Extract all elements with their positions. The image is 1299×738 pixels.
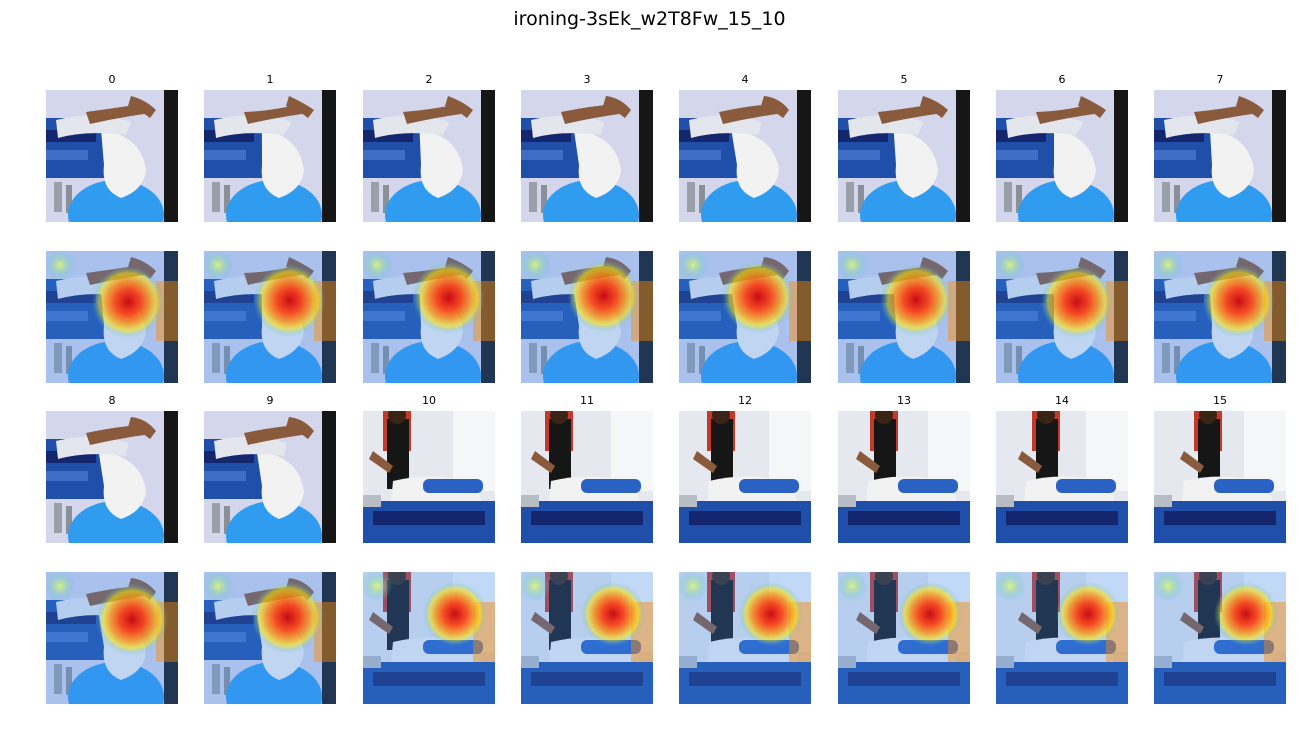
frame-image (363, 90, 495, 222)
frame-heatmap (204, 572, 336, 704)
frame-image (838, 411, 970, 543)
frame-image (521, 90, 653, 222)
frame-heatmap (679, 572, 811, 704)
figure-title: ironing-3sEk_w2T8Fw_15_10 (513, 8, 786, 30)
frame-image (46, 411, 178, 543)
frame-heatmap (204, 251, 336, 383)
frame-heatmap (46, 572, 178, 704)
frame-label: 0 (108, 73, 116, 86)
frame-image (996, 90, 1128, 222)
frame-label: 14 (1055, 394, 1069, 407)
frame-label: 12 (738, 394, 752, 407)
frame-image (996, 411, 1128, 543)
frame-label: 8 (108, 394, 116, 407)
frame-heatmap (838, 251, 970, 383)
frame-heatmap (1154, 251, 1286, 383)
frame-label: 13 (897, 394, 911, 407)
frame-label: 6 (1058, 73, 1066, 86)
frame-label: 5 (900, 73, 908, 86)
frame-image (363, 411, 495, 543)
frame-heatmap (996, 572, 1128, 704)
frame-image (204, 90, 336, 222)
frame-label: 1 (266, 73, 274, 86)
frame-label: 3 (583, 73, 591, 86)
frame-image (1154, 411, 1286, 543)
frame-heatmap (46, 251, 178, 383)
frame-label: 9 (266, 394, 274, 407)
frame-heatmap (996, 251, 1128, 383)
frame-heatmap (521, 572, 653, 704)
frame-label: 15 (1213, 394, 1227, 407)
frame-image (46, 90, 178, 222)
frame-heatmap (521, 251, 653, 383)
frame-image (679, 411, 811, 543)
frame-label: 2 (425, 73, 433, 86)
frame-heatmap (363, 251, 495, 383)
frame-image (521, 411, 653, 543)
frame-heatmap (679, 251, 811, 383)
frame-image (679, 90, 811, 222)
frame-heatmap (363, 572, 495, 704)
frame-image (204, 411, 336, 543)
frame-label: 7 (1216, 73, 1224, 86)
frame-label: 11 (580, 394, 594, 407)
frame-image (838, 90, 970, 222)
frame-heatmap (838, 572, 970, 704)
frame-image (1154, 90, 1286, 222)
frame-label: 10 (422, 394, 436, 407)
frame-heatmap (1154, 572, 1286, 704)
frame-label: 4 (741, 73, 749, 86)
